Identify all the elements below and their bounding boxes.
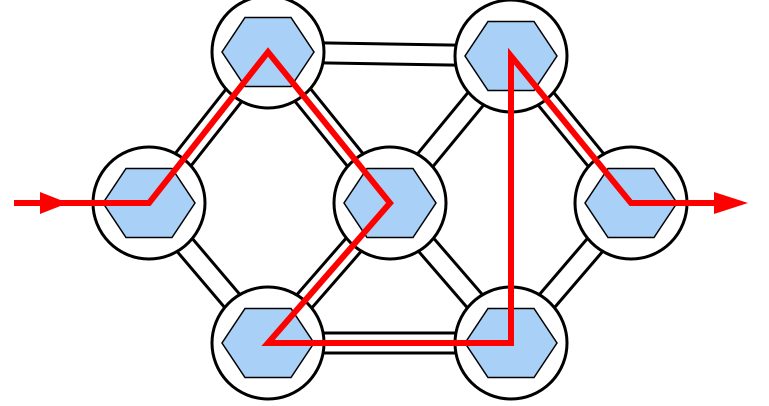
exit-arrow-icon	[714, 192, 748, 214]
entry-arrow-icon	[40, 192, 68, 214]
path-layer	[14, 47, 748, 346]
route-line	[14, 47, 718, 346]
